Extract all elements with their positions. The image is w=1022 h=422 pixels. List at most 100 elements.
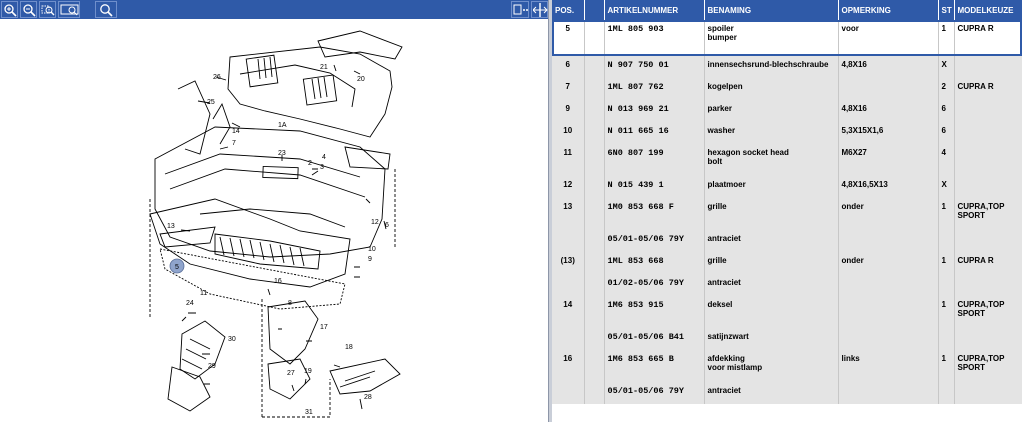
callout-label: 19: [304, 368, 312, 375]
column-header-st[interactable]: ST: [938, 0, 955, 20]
cell-artikelnummer-text: N 015 439 1: [607, 180, 664, 190]
cell-benaming: grille: [704, 252, 839, 274]
split-button[interactable]: [531, 1, 548, 18]
cell-artikelnummer: 05/01-05/06 B41: [604, 328, 705, 350]
cell-modelkeuze: [954, 176, 1022, 198]
cell-st: 1: [938, 296, 955, 328]
cell-pos-text: 6: [565, 60, 570, 69]
cell-blank: [584, 122, 605, 144]
callout-label: 18: [345, 344, 353, 351]
column-header-artikelnummer[interactable]: ARTIKELNUMMER: [604, 0, 705, 20]
cell-opmerking-text: 4,8X16: [841, 104, 867, 113]
cell-pos-text: 14: [563, 300, 573, 309]
column-header-pos[interactable]: POS.: [552, 0, 585, 20]
cell-benaming: washer: [704, 122, 839, 144]
parts-diagram[interactable]: 26 21 20 25 1A 14 7 23 4 3 2 12 6 13 10 …: [0, 19, 549, 422]
callout-label: 29: [208, 363, 216, 370]
cell-benaming-text: washer: [707, 126, 736, 135]
zoom-area-button[interactable]: [39, 1, 56, 18]
cell-artikelnummer: 01/02-05/06 79Y: [604, 274, 705, 296]
cell-modelkeuze: [954, 144, 1022, 176]
callout-label: 23: [278, 150, 286, 157]
panel-divider[interactable]: [548, 0, 552, 422]
parts-table-panel: POS. ARTIKELNUMMER BENAMING OPMERKING ST…: [552, 0, 1022, 422]
cell-benaming: grille: [704, 198, 839, 230]
cell-modelkeuze: CUPRA R: [954, 20, 1022, 56]
cell-modelkeuze: [954, 122, 1022, 144]
cell-benaming-text: plaatmoer: [707, 180, 746, 189]
cell-blank: [584, 296, 605, 328]
cell-blank: [584, 78, 605, 100]
cell-opmerking-text: onder: [841, 256, 864, 265]
cell-artikelnummer: 1ML 853 668: [604, 252, 705, 274]
cell-artikelnummer-text: 05/01-05/06 79Y: [607, 386, 685, 396]
cell-benaming-text: innensechsrund-blechschraube: [707, 60, 829, 69]
cell-opmerking-text: M6X27: [841, 148, 867, 157]
column-header-benaming[interactable]: BENAMING: [704, 0, 839, 20]
cell-artikelnummer: N 011 665 16: [604, 122, 705, 144]
table-row[interactable]: 05/01-05/06 79Y antraciet: [552, 382, 1022, 404]
cell-artikelnummer-text: N 013 969 21: [607, 104, 669, 114]
cell-artikelnummer-text: 1ML 805 903: [607, 24, 664, 34]
cell-st: X: [938, 56, 955, 78]
zoom-fit-button[interactable]: [58, 1, 80, 18]
zoom-in-button[interactable]: [1, 1, 18, 18]
cell-opmerking: [838, 296, 939, 328]
cell-modelkeuze-text: CUPRA,TOP: [957, 202, 1005, 211]
cell-opmerking-text: 5,3X15X1,6: [841, 126, 884, 135]
cell-benaming-text: spoiler: [707, 24, 734, 33]
cell-pos: 16: [552, 350, 585, 382]
cell-benaming: antraciet: [704, 382, 839, 404]
cell-benaming: antraciet: [704, 274, 839, 296]
cell-benaming-text-line2: voor mistlamp: [707, 363, 763, 372]
cell-opmerking-text: onder: [841, 202, 864, 211]
cell-benaming-text: kogelpen: [707, 82, 743, 91]
cell-artikelnummer-text: 1M0 853 668 F: [607, 202, 674, 212]
cell-blank: [584, 100, 605, 122]
zoom-out-button[interactable]: [20, 1, 37, 18]
cell-st: 1: [938, 20, 955, 56]
cell-artikelnummer-text: 1M6 853 665 B: [607, 354, 674, 364]
cell-benaming-text: grille: [707, 256, 727, 265]
cell-artikelnummer: 1M0 853 668 F: [604, 198, 705, 230]
search-button[interactable]: [95, 1, 117, 18]
zoom-out-icon: [23, 4, 36, 17]
cell-benaming-text: antraciet: [707, 386, 741, 395]
cell-blank: [584, 252, 605, 274]
cell-opmerking: links: [838, 350, 939, 382]
cell-benaming: antraciet: [704, 230, 839, 252]
cell-pos: 10: [552, 122, 585, 144]
fullscreen-button[interactable]: [511, 1, 529, 18]
cell-pos: 11: [552, 144, 585, 176]
callout-label: 1A: [278, 122, 287, 129]
cell-benaming: innensechsrund-blechschraube: [704, 56, 839, 78]
cell-benaming-text: deksel: [707, 300, 733, 309]
cell-opmerking-text: 4,8X16: [841, 60, 867, 69]
cell-pos: [552, 328, 585, 350]
cell-pos: [552, 382, 585, 404]
highlighted-callout[interactable]: [169, 258, 185, 274]
cell-pos: (13): [552, 252, 585, 274]
column-header-opmerking[interactable]: OPMERKING: [838, 0, 939, 20]
cell-artikelnummer: N 013 969 21: [604, 100, 705, 122]
column-header-modelkeuze[interactable]: MODELKEUZE: [954, 0, 1022, 20]
search-icon: [100, 4, 113, 17]
cell-artikelnummer: 05/01-05/06 79Y: [604, 382, 705, 404]
callout-label: 24: [186, 300, 194, 307]
cell-artikelnummer: 1ML 807 762: [604, 78, 705, 100]
